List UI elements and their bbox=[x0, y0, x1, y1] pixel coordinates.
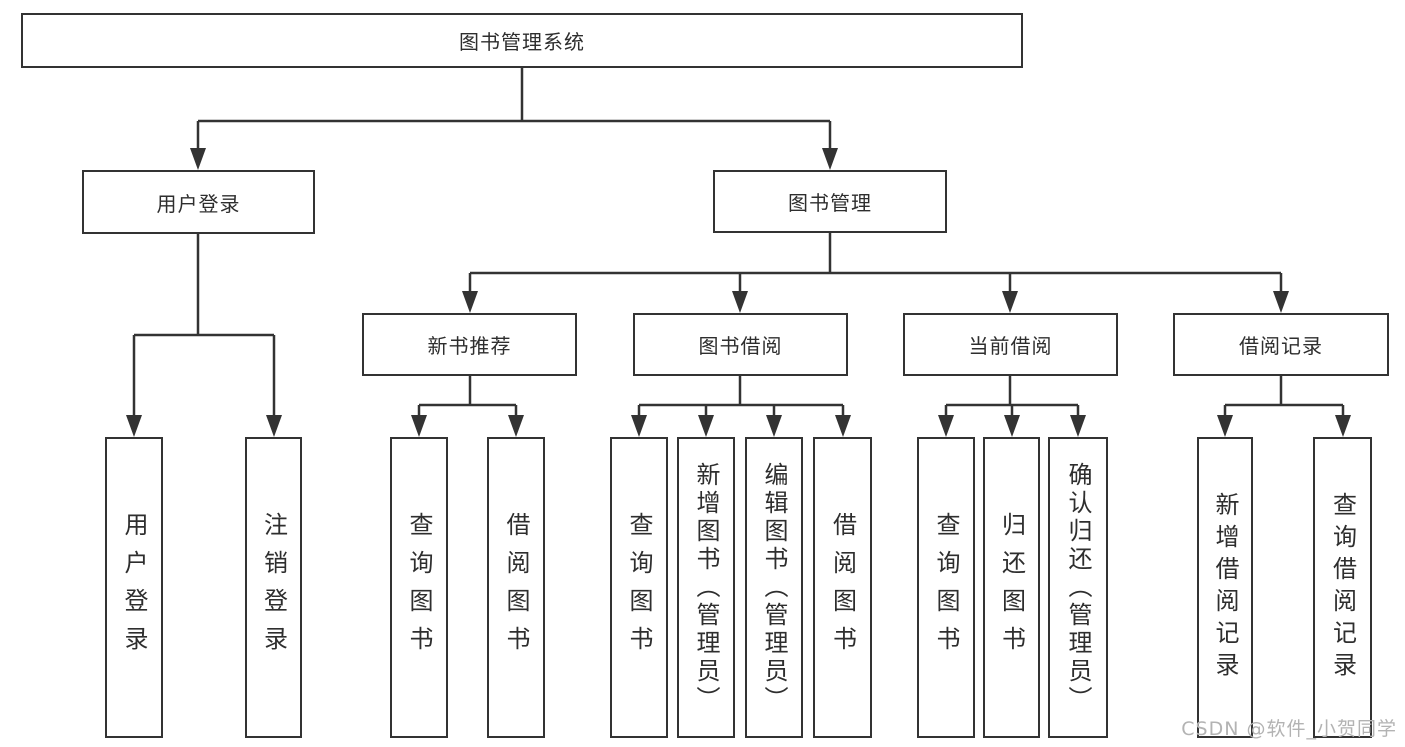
node-add-book-admin: 新增图书（管理员） bbox=[677, 437, 735, 738]
node-label: 新增图书（管理员） bbox=[692, 461, 720, 714]
arrowhead-icons bbox=[126, 148, 1351, 437]
node-label: 用户登录 bbox=[120, 511, 148, 664]
node-label: 图书借阅 bbox=[698, 334, 783, 358]
node-borrow-book-leaf: 借阅图书 bbox=[813, 437, 872, 738]
node-label: 查询借阅记录 bbox=[1328, 491, 1357, 684]
node-label: 查询图书 bbox=[625, 511, 653, 664]
node-label: 编辑图书（管理员） bbox=[760, 461, 788, 714]
node-query-books-recommend: 查询图书 bbox=[390, 437, 448, 738]
node-label: 查询图书 bbox=[405, 511, 433, 664]
node-user-login-leaf: 用户登录 bbox=[105, 437, 163, 738]
node-borrowing-records: 借阅记录 bbox=[1173, 313, 1389, 376]
node-library-management-system: 图书管理系统 bbox=[21, 13, 1023, 68]
node-query-borrow-record: 查询借阅记录 bbox=[1313, 437, 1372, 738]
node-label: 新增借阅记录 bbox=[1211, 491, 1239, 684]
node-user-login-branch: 用户登录 bbox=[82, 170, 315, 234]
node-label: 用户登录 bbox=[156, 191, 241, 216]
node-book-management-branch: 图书管理 bbox=[713, 170, 947, 233]
node-confirm-return-admin: 确认归还（管理员） bbox=[1048, 437, 1108, 738]
node-add-borrow-record: 新增借阅记录 bbox=[1197, 437, 1253, 738]
node-label: 查询图书 bbox=[932, 511, 960, 664]
node-label: 图书管理 bbox=[788, 191, 872, 215]
node-return-book: 归还图书 bbox=[983, 437, 1040, 738]
node-label: 当前借阅 bbox=[968, 334, 1053, 358]
node-query-books-current: 查询图书 bbox=[917, 437, 975, 738]
node-label: 新书推荐 bbox=[427, 334, 512, 358]
node-label: 注销登录 bbox=[259, 511, 288, 664]
csdn-watermark: CSDN @软件_小贺同学 bbox=[1181, 718, 1397, 740]
node-label: 确认归还（管理员） bbox=[1064, 461, 1092, 714]
node-label: 图书管理系统 bbox=[459, 30, 585, 54]
node-new-book-recommend: 新书推荐 bbox=[362, 313, 577, 376]
node-book-borrowing: 图书借阅 bbox=[633, 313, 848, 376]
node-label: 借阅图书 bbox=[502, 511, 530, 664]
node-current-borrowing: 当前借阅 bbox=[903, 313, 1118, 376]
node-borrow-book-recommend: 借阅图书 bbox=[487, 437, 545, 738]
node-query-books-borrow: 查询图书 bbox=[610, 437, 668, 738]
node-edit-book-admin: 编辑图书（管理员） bbox=[745, 437, 803, 738]
node-logout-leaf: 注销登录 bbox=[245, 437, 302, 738]
node-label: 借阅图书 bbox=[828, 511, 857, 664]
node-label: 归还图书 bbox=[997, 511, 1026, 664]
node-label: 借阅记录 bbox=[1239, 334, 1323, 358]
